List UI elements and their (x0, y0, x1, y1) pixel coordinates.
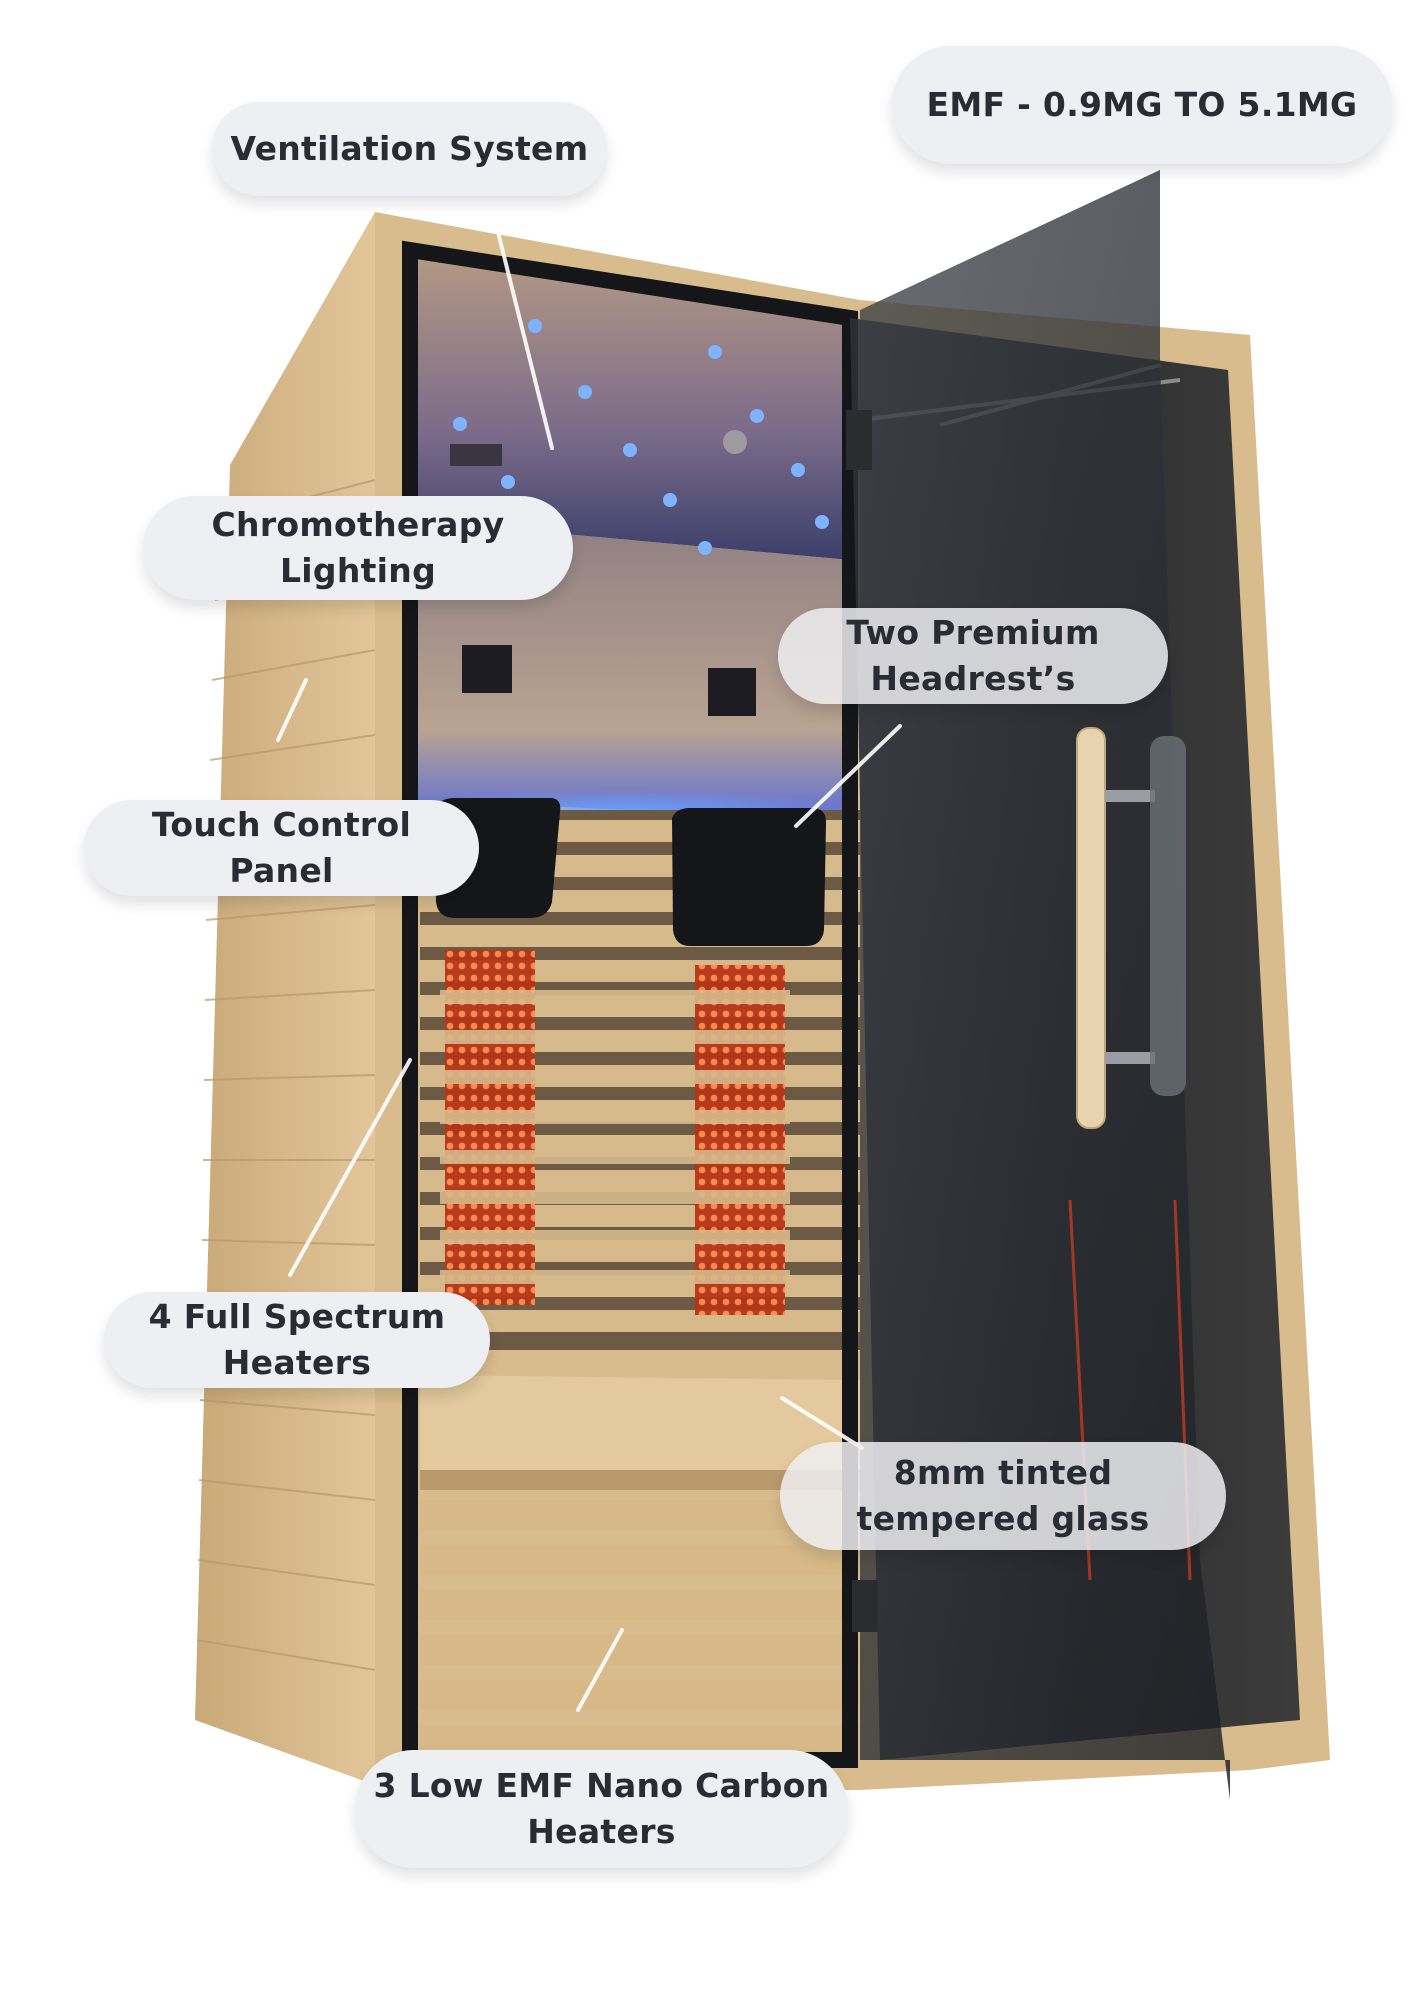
chromotherapy-leds (453, 319, 829, 555)
callout-headrests: Two Premium Headrest’s (778, 608, 1168, 704)
sauna-side-wall (195, 212, 375, 1785)
wall-speaker-right (708, 668, 756, 716)
pointer-glass (780, 1396, 864, 1450)
open-door-panel (860, 170, 1230, 1800)
callout-glass: 8mm tinted tempered glass (780, 1442, 1226, 1550)
ceiling-speaker (723, 430, 747, 454)
door-handle (1076, 727, 1186, 1129)
pointer-ventilation (496, 230, 554, 450)
bench-seat (420, 1375, 860, 1470)
front-glass-panel (402, 240, 858, 1768)
full-spectrum-heaters (440, 950, 790, 1315)
hinge-bottom (852, 1580, 878, 1632)
callout-carbon: 3 Low EMF Nano Carbon Heaters (355, 1750, 848, 1868)
callout-ventilation: Ventilation System (212, 102, 607, 196)
pointer-full-spectrum (288, 1058, 412, 1277)
hinge-top (846, 410, 872, 470)
wall-speaker-left (462, 645, 512, 693)
ventilation-vent (450, 444, 502, 466)
callout-full-spectrum: 4 Full Spectrum Heaters (104, 1292, 490, 1388)
headrest-right (672, 808, 826, 946)
pointer-carbon (576, 1628, 624, 1712)
callout-emf: EMF - 0.9MG TO 5.1MG (892, 46, 1392, 164)
callout-touch-panel: Touch Control Panel (84, 800, 479, 896)
pointer-chromotherapy (276, 678, 308, 742)
callout-chromotherapy: Chromotherapy Lighting (143, 496, 573, 600)
pointer-headrests (794, 724, 902, 828)
